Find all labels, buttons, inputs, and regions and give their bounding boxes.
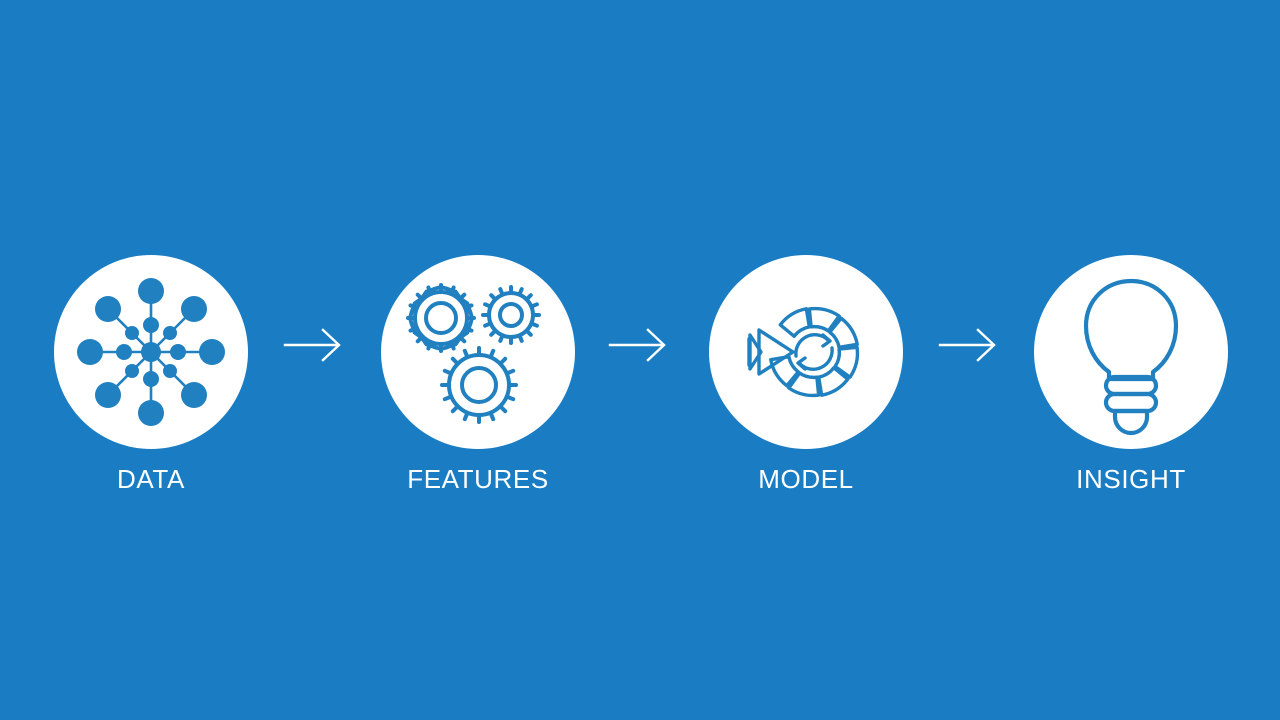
gears-icon bbox=[406, 283, 541, 424]
step-model-label: MODEL bbox=[758, 464, 854, 494]
step-model-disc bbox=[709, 255, 903, 449]
arrow-right-icon bbox=[608, 328, 666, 362]
network-nodes-icon bbox=[77, 278, 225, 426]
connector-features-to-model bbox=[608, 325, 668, 365]
step-insight-label: INSIGHT bbox=[1076, 464, 1186, 494]
step-insight-disc bbox=[1034, 255, 1228, 449]
arrow-right-icon bbox=[938, 328, 996, 362]
connector-model-to-insight bbox=[938, 325, 998, 365]
step-features-label: FEATURES bbox=[407, 464, 549, 494]
step-model[interactable]: MODEL bbox=[676, 255, 936, 494]
step-data-disc bbox=[54, 255, 248, 449]
step-data-label: DATA bbox=[117, 464, 185, 494]
lightbulb-icon bbox=[1083, 278, 1179, 436]
step-features[interactable]: FEATURES bbox=[348, 255, 608, 494]
step-features-disc bbox=[381, 255, 575, 449]
arrow-right-icon bbox=[283, 328, 341, 362]
connector-data-to-features bbox=[283, 325, 343, 365]
step-data[interactable]: DATA bbox=[21, 255, 281, 494]
step-insight[interactable]: INSIGHT bbox=[1001, 255, 1261, 494]
model-wheel-icon bbox=[747, 306, 860, 398]
